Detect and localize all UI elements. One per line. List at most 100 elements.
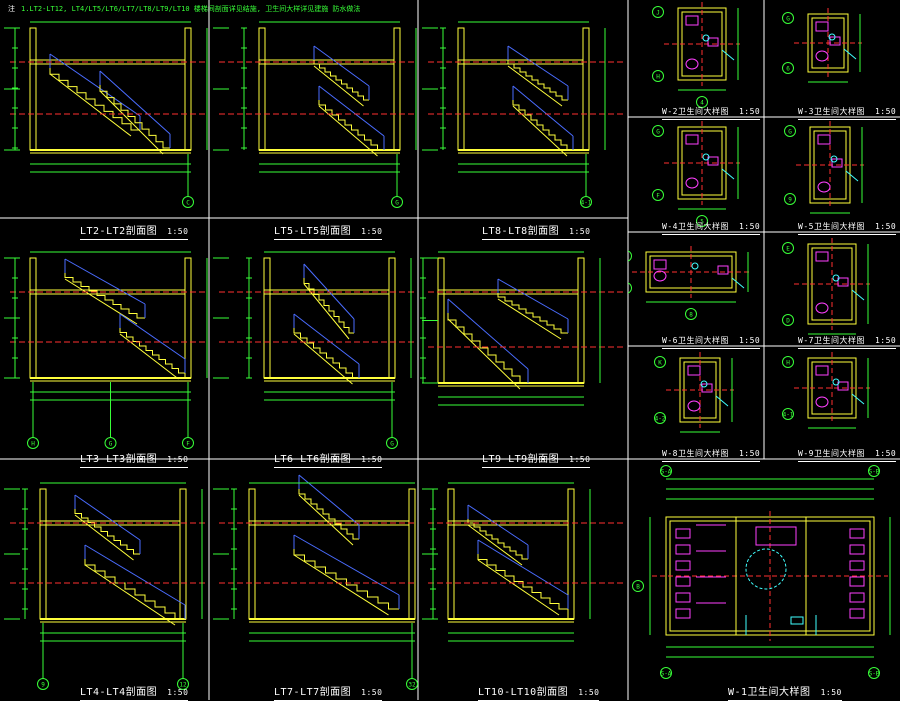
stair-flight bbox=[294, 328, 359, 378]
caption-w4-scale: 1:50 bbox=[739, 222, 760, 231]
caption-lt5-title: LT5-LT5剖面图 bbox=[274, 226, 351, 237]
washbasin bbox=[686, 178, 698, 188]
stair-flight bbox=[50, 68, 140, 130]
caption-lt4-scale: 1:50 bbox=[167, 688, 188, 697]
wc-fixture bbox=[816, 252, 828, 261]
axis-bubble-H-label: H bbox=[31, 441, 35, 448]
wall-left bbox=[30, 258, 36, 378]
axis-bubble-label: J bbox=[656, 10, 660, 17]
caption-lt5-scale: 1:50 bbox=[361, 227, 382, 236]
stair-flight-soffit bbox=[314, 66, 364, 106]
caption-lt9-title: LT9-LT9剖面图 bbox=[482, 454, 559, 465]
axis-bubble-G-label: G bbox=[395, 200, 399, 207]
toilet-stall-wc bbox=[850, 529, 864, 538]
toilet-stall-wc bbox=[850, 609, 864, 618]
caption-w7-scale: 1:50 bbox=[875, 336, 896, 345]
stair-flight bbox=[85, 559, 185, 619]
caption-w3-title: W-3卫生间大样图 bbox=[798, 107, 865, 116]
caption-lt8-title: LT8-LT8剖面图 bbox=[482, 226, 559, 237]
toilet-w9-plan: H4-1 bbox=[764, 346, 900, 459]
stair-flight-soffit bbox=[85, 565, 175, 625]
wall-left bbox=[259, 28, 265, 150]
stair-flight-soffit bbox=[448, 319, 520, 389]
caption-lt3-scale: 1:50 bbox=[167, 455, 188, 464]
axis-bubble-9-label: 9 bbox=[41, 682, 45, 689]
toilet-stall-wc bbox=[850, 593, 864, 602]
caption-lt6-scale: 1:50 bbox=[361, 455, 382, 464]
wall-left bbox=[438, 258, 444, 383]
stair-flight bbox=[120, 328, 185, 373]
caption-lt8-scale: 1:50 bbox=[569, 227, 590, 236]
section-lt8-drawing: 4-1 bbox=[418, 0, 628, 218]
toilet-stall-wc bbox=[850, 561, 864, 570]
stair-flight-soffit bbox=[508, 66, 562, 106]
caption-lt10-scale: 1:50 bbox=[578, 688, 599, 697]
axis-bubble-label: S-A bbox=[661, 469, 672, 476]
caption-w2-scale: 1:50 bbox=[739, 107, 760, 116]
caption-lt2-title: LT2-LT2剖面图 bbox=[80, 226, 157, 237]
section-lt2-drawing: C bbox=[0, 0, 209, 218]
stair-flight bbox=[513, 100, 573, 150]
stair-flight-soffit bbox=[50, 74, 131, 136]
axis-bubble-label: G bbox=[656, 129, 660, 136]
stair-flight-soffit bbox=[468, 525, 522, 565]
axis-bubble-label: B bbox=[636, 584, 640, 591]
axis-bubble-label: S-A bbox=[661, 671, 672, 678]
wall-right bbox=[394, 28, 400, 150]
caption-lt9-scale: 1:50 bbox=[569, 455, 590, 464]
stair-flight bbox=[65, 273, 145, 318]
toilet-urinal-group bbox=[756, 527, 796, 545]
stair-flight-soffit bbox=[100, 91, 163, 154]
stair-flight-soffit bbox=[75, 515, 134, 560]
wall-left bbox=[30, 28, 36, 150]
axis-bubble-label: 4-2 bbox=[655, 416, 666, 423]
caption-w4-title: W-4卫生间大样图 bbox=[662, 222, 729, 231]
toilet-w2-plan: JH4 bbox=[628, 0, 764, 117]
section-lt6-drawing: G bbox=[209, 218, 418, 459]
caption-lt2-scale: 1:50 bbox=[167, 227, 188, 236]
wall-left bbox=[40, 489, 46, 619]
stair-flight bbox=[319, 100, 384, 150]
turning-circle bbox=[746, 549, 786, 589]
washbasin bbox=[818, 182, 830, 192]
axis-bubble-4-1-label: 4-1 bbox=[581, 200, 592, 207]
door-leaf bbox=[722, 50, 734, 60]
toilet-stall-wc bbox=[850, 545, 864, 554]
wall-left bbox=[264, 258, 270, 378]
axis-bubble-label: 9 bbox=[788, 197, 792, 204]
sign-box bbox=[838, 278, 848, 286]
caption-lt7-scale: 1:50 bbox=[361, 688, 382, 697]
wc-fixture bbox=[686, 135, 698, 144]
caption-lt7-title: LT7-LT7剖面图 bbox=[274, 687, 351, 698]
axis-bubble-label: F bbox=[656, 193, 660, 200]
wall-right bbox=[389, 258, 395, 378]
toilet-stall-wc bbox=[676, 593, 690, 602]
caption-lt2: LT2-LT2剖面图 1:50 bbox=[80, 222, 188, 237]
handrail bbox=[100, 71, 170, 134]
axis-bubble-label: S-B bbox=[869, 469, 880, 476]
caption-w1-scale: 1:50 bbox=[821, 688, 842, 697]
toilet-w7-plan: ED bbox=[764, 232, 900, 346]
washbasin bbox=[816, 303, 828, 313]
axis-bubble-label: D bbox=[786, 318, 790, 325]
caption-w9-scale: 1:50 bbox=[875, 449, 896, 458]
caption-lt5: LT5-LT5剖面图 1:50 bbox=[274, 222, 382, 237]
caption-lt9: LT9-LT9剖面图 1:50 bbox=[482, 450, 590, 465]
stair-flight-soffit bbox=[498, 299, 561, 339]
toilet-stall-wc bbox=[850, 577, 864, 586]
floor-drain bbox=[692, 263, 698, 269]
wc-fixture bbox=[816, 22, 828, 31]
axis-bubble-label: G bbox=[786, 16, 790, 23]
axis-bubble-label: 4-1 bbox=[783, 412, 794, 419]
axis-bubble-C-label: C bbox=[186, 200, 190, 207]
